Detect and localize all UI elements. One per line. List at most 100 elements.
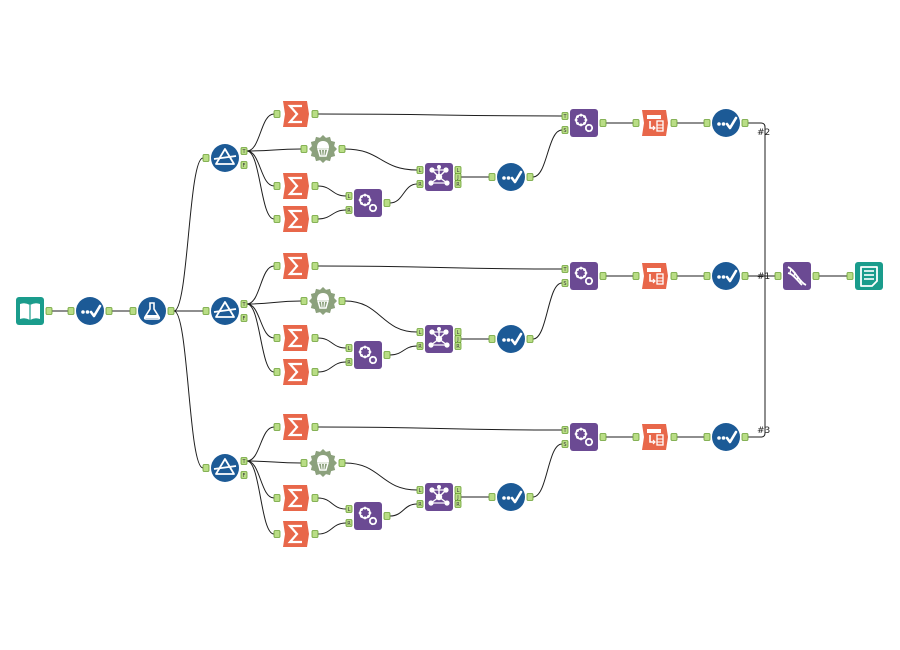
output-anchor[interactable] xyxy=(338,145,346,153)
summarize-2c-tool[interactable] xyxy=(273,206,319,232)
input-anchor[interactable] xyxy=(561,126,569,134)
select-2b-tool[interactable] xyxy=(703,109,749,137)
input-anchor[interactable] xyxy=(345,505,353,513)
crosstab-3-tool[interactable] xyxy=(632,424,678,450)
output-anchor[interactable] xyxy=(454,342,462,350)
macro-small-3-tool[interactable]: LR xyxy=(345,502,391,530)
output-anchor[interactable] xyxy=(240,471,248,479)
input-anchor[interactable] xyxy=(345,344,353,352)
input-anchor[interactable] xyxy=(632,433,640,441)
formula-main-tool[interactable] xyxy=(129,297,175,325)
macro-big-2-tool[interactable]: TS xyxy=(561,109,607,137)
sample-2-tool[interactable] xyxy=(300,135,346,163)
output-anchor[interactable] xyxy=(311,215,319,223)
output-anchor[interactable] xyxy=(311,182,319,190)
output-anchor[interactable] xyxy=(526,173,534,181)
input-anchor[interactable] xyxy=(561,265,569,273)
select-3b-tool[interactable] xyxy=(703,423,749,451)
input-anchor[interactable] xyxy=(416,342,424,350)
union-tool[interactable] xyxy=(774,262,820,290)
input-anchor[interactable] xyxy=(202,464,210,472)
input-anchor[interactable] xyxy=(703,433,711,441)
input-anchor[interactable] xyxy=(632,119,640,127)
input-anchor[interactable] xyxy=(561,440,569,448)
input-anchor[interactable] xyxy=(273,530,281,538)
macro-small-2-tool[interactable]: LR xyxy=(345,189,391,217)
input-anchor[interactable] xyxy=(345,206,353,214)
input-anchor[interactable] xyxy=(273,494,281,502)
input-anchor[interactable] xyxy=(345,519,353,527)
input-anchor[interactable] xyxy=(846,272,854,280)
output-anchor[interactable] xyxy=(311,494,319,502)
summarize-1a-tool[interactable] xyxy=(273,253,319,279)
output-anchor[interactable] xyxy=(741,272,749,280)
input-anchor[interactable] xyxy=(703,272,711,280)
output-anchor[interactable] xyxy=(45,307,53,315)
macro-small-1-tool[interactable]: LR xyxy=(345,341,391,369)
output-anchor[interactable] xyxy=(240,161,248,169)
input-anchor[interactable] xyxy=(129,307,137,315)
output-anchor[interactable] xyxy=(383,351,391,359)
input-anchor[interactable] xyxy=(202,307,210,315)
input-anchor[interactable] xyxy=(300,297,308,305)
output-anchor[interactable] xyxy=(105,307,113,315)
input-anchor[interactable] xyxy=(202,154,210,162)
input-anchor[interactable] xyxy=(273,334,281,342)
output-anchor[interactable] xyxy=(383,199,391,207)
input-anchor[interactable] xyxy=(345,358,353,366)
output-anchor[interactable] xyxy=(311,368,319,376)
summarize-3c-tool[interactable] xyxy=(273,521,319,547)
output-anchor[interactable] xyxy=(338,297,346,305)
output-anchor[interactable] xyxy=(240,314,248,322)
select-1a-tool[interactable] xyxy=(488,325,534,353)
crosstab-2-tool[interactable] xyxy=(632,110,678,136)
input-anchor[interactable] xyxy=(561,426,569,434)
input-anchor[interactable] xyxy=(273,182,281,190)
input-anchor[interactable] xyxy=(488,493,496,501)
filter-3-tool[interactable]: TF xyxy=(202,454,248,482)
input-anchor[interactable] xyxy=(488,173,496,181)
output-anchor[interactable] xyxy=(167,307,175,315)
input-anchor[interactable] xyxy=(416,180,424,188)
select-3a-tool[interactable] xyxy=(488,483,534,511)
output-anchor[interactable] xyxy=(526,493,534,501)
output-anchor[interactable] xyxy=(741,119,749,127)
summarize-2a-tool[interactable] xyxy=(273,101,319,127)
select-main-tool[interactable] xyxy=(67,297,113,325)
input-anchor[interactable] xyxy=(632,272,640,280)
input-anchor[interactable] xyxy=(488,335,496,343)
input-anchor[interactable] xyxy=(345,192,353,200)
input-anchor[interactable] xyxy=(561,279,569,287)
input-anchor[interactable] xyxy=(273,262,281,270)
input-anchor[interactable] xyxy=(67,307,75,315)
output-anchor[interactable] xyxy=(311,423,319,431)
output-anchor[interactable] xyxy=(311,110,319,118)
input-anchor[interactable] xyxy=(300,145,308,153)
sample-1-tool[interactable] xyxy=(300,287,346,315)
output-anchor[interactable] xyxy=(454,180,462,188)
output-anchor[interactable] xyxy=(670,272,678,280)
summarize-1b-tool[interactable] xyxy=(273,325,319,351)
output-anchor[interactable] xyxy=(741,433,749,441)
macro-big-1-tool[interactable]: TS xyxy=(561,262,607,290)
input-anchor[interactable] xyxy=(273,368,281,376)
input-anchor[interactable] xyxy=(416,166,424,174)
output-data-tool[interactable] xyxy=(846,262,883,290)
input-anchor[interactable] xyxy=(273,215,281,223)
output-anchor[interactable] xyxy=(338,459,346,467)
input-anchor[interactable] xyxy=(416,486,424,494)
input-anchor[interactable] xyxy=(774,272,782,280)
input-anchor[interactable] xyxy=(273,423,281,431)
output-anchor[interactable] xyxy=(311,530,319,538)
input-anchor[interactable] xyxy=(561,112,569,120)
input-anchor[interactable] xyxy=(300,459,308,467)
output-anchor[interactable] xyxy=(240,300,248,308)
summarize-2b-tool[interactable] xyxy=(273,173,319,199)
summarize-3a-tool[interactable] xyxy=(273,414,319,440)
input-anchor[interactable] xyxy=(416,328,424,336)
output-anchor[interactable] xyxy=(240,457,248,465)
output-anchor[interactable] xyxy=(454,500,462,508)
sample-3-tool[interactable] xyxy=(300,449,346,477)
